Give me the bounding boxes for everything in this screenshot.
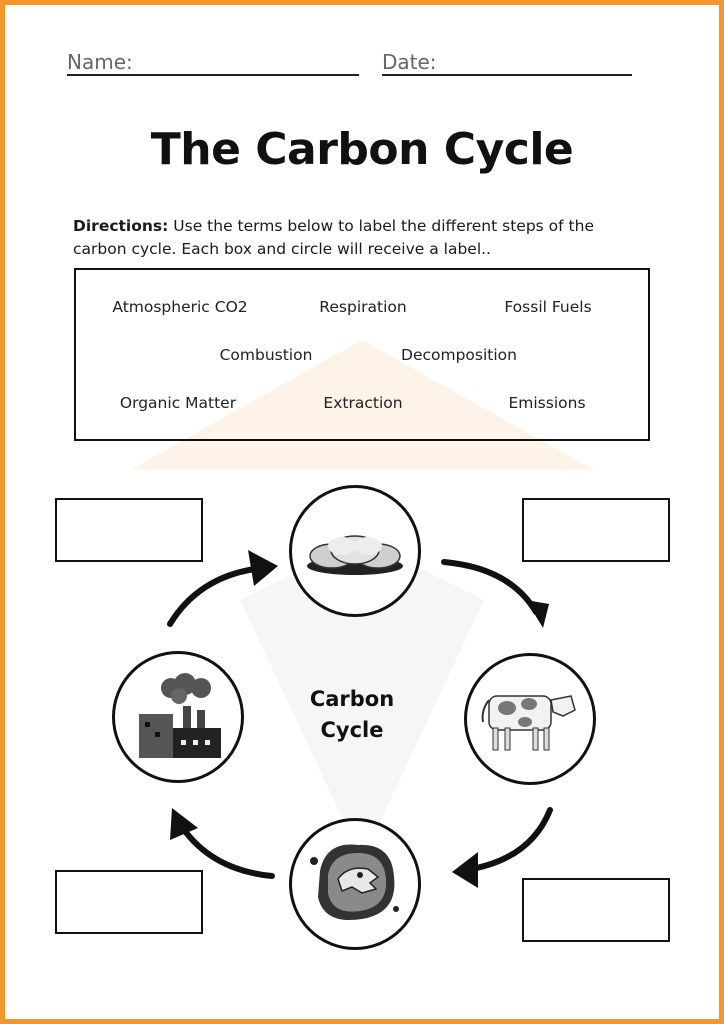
term-organic-matter: Organic Matter: [119, 394, 237, 412]
date-field[interactable]: Date:: [382, 50, 632, 76]
answer-box-bottom-right[interactable]: [522, 878, 670, 942]
directions-text: Directions: Use the terms below to label…: [73, 215, 633, 261]
factory-icon: [139, 673, 221, 758]
term-decomposition: Decomposition: [401, 346, 517, 364]
cloud-icon: [307, 535, 403, 575]
arrowhead-top-left: [248, 550, 278, 586]
center-label-line2: Cycle: [320, 718, 384, 742]
name-label: Name:: [67, 50, 133, 74]
word-bank: Atmospheric CO2 Respiration Fossil Fuels…: [74, 268, 650, 441]
term-respiration: Respiration: [319, 298, 407, 316]
term-atmospheric-co2: Atmospheric CO2: [112, 298, 248, 316]
date-label: Date:: [382, 50, 437, 74]
circle-fossil[interactable]: [289, 818, 421, 950]
arrowhead-bottom-right: [452, 852, 478, 888]
arrowhead-top-right: [526, 600, 549, 628]
answer-box-top-left[interactable]: [55, 498, 203, 562]
arrow-bottom-right: [463, 807, 553, 873]
center-label-line1: Carbon: [309, 687, 395, 711]
term-emissions: Emissions: [508, 394, 586, 412]
arrow-top-right: [441, 559, 539, 615]
term-fossil-fuels: Fossil Fuels: [504, 298, 592, 316]
fossil-icon: [310, 844, 399, 921]
term-extraction: Extraction: [323, 394, 403, 412]
arrowhead-bottom-left: [170, 808, 198, 840]
arrow-top-left: [167, 565, 265, 627]
circle-organisms[interactable]: [464, 653, 596, 785]
circle-atmosphere[interactable]: [289, 485, 421, 617]
circle-factory[interactable]: [112, 651, 244, 783]
page-title: The Carbon Cycle: [150, 124, 574, 175]
directions-lead: Directions:: [73, 217, 169, 235]
diagram-center-label: Carbon Cycle: [282, 684, 422, 746]
answer-box-bottom-left[interactable]: [55, 870, 203, 934]
term-combustion: Combustion: [219, 346, 313, 364]
cow-icon: [481, 695, 576, 751]
answer-box-top-right[interactable]: [522, 498, 670, 562]
directions-body: Use the terms below to label the differe…: [73, 217, 594, 258]
arrow-bottom-left: [177, 821, 275, 879]
name-field[interactable]: Name:: [67, 50, 359, 76]
